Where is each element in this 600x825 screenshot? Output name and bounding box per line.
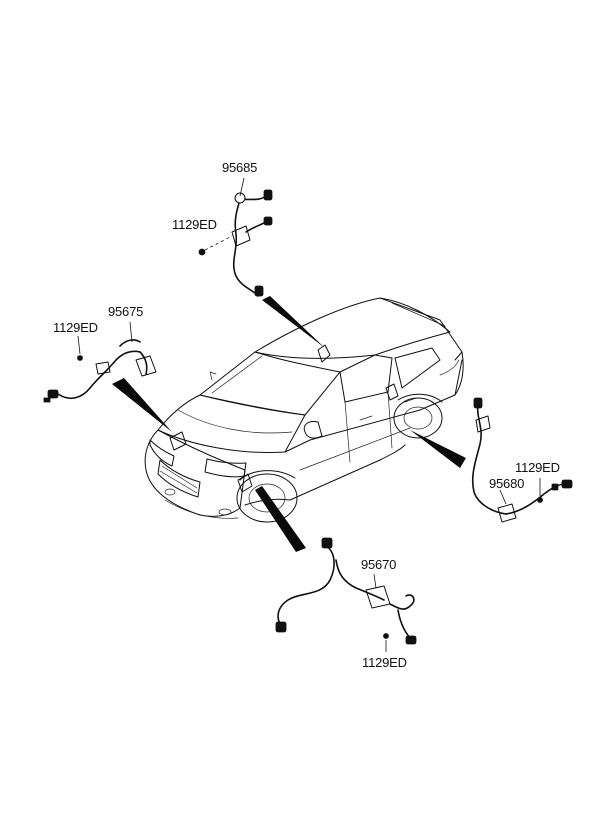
front-right-sensor-assembly (275, 537, 417, 652)
rear-left-sensor-assembly (198, 177, 273, 297)
callout-front-left-sensor: 95675 (108, 304, 144, 319)
front-left-sensor-assembly (43, 321, 157, 403)
car-sensor-mounts (169, 344, 399, 493)
wedge-rear-left (262, 296, 325, 348)
callout-rear-right-sensor: 95680 (489, 476, 525, 491)
wedge-front-left (112, 378, 172, 432)
callout-front-right-bolt: 1129ED (362, 655, 407, 670)
wedge-front-right (255, 486, 306, 552)
leader-wedges (112, 296, 466, 552)
rear-right-sensor-assembly (471, 397, 573, 523)
callout-front-right-sensor: 95670 (361, 557, 397, 572)
callout-rear-left-sensor: 95685 (222, 160, 258, 175)
wedge-rear-right (410, 430, 466, 468)
car-body (144, 297, 464, 523)
callout-rear-right-bolt: 1129ED (515, 460, 560, 475)
callout-rear-left-bolt: 1129ED (172, 217, 217, 232)
callout-front-left-bolt: 1129ED (53, 320, 98, 335)
